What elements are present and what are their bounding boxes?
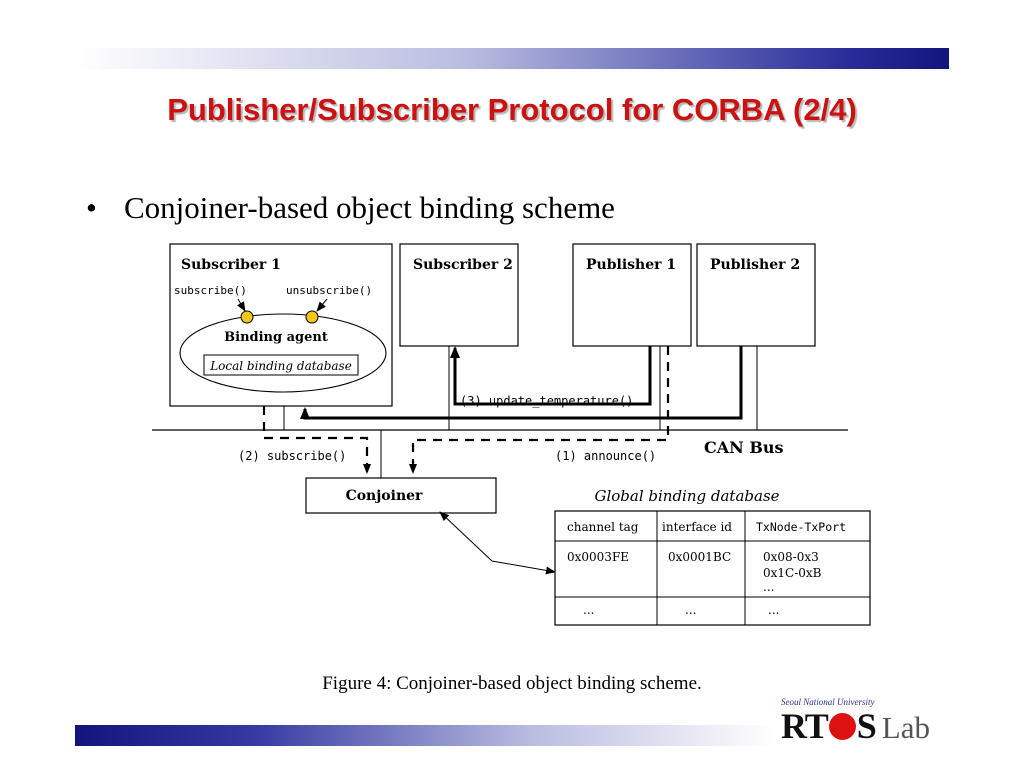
- update-path-publisher1-to-subscriber2: [450, 346, 652, 406]
- table-cell-port-2: 0x1C-0xB: [763, 566, 822, 580]
- table-cell-channel-tag: 0x0003FE: [567, 550, 629, 564]
- global-db-table: [554, 510, 871, 626]
- table-cell-port-3: ...: [763, 580, 774, 594]
- table-cell-ellipsis-2: ...: [685, 603, 696, 617]
- local-binding-db-box: [203, 354, 359, 376]
- figure-caption: Figure 4: Conjoiner-based object binding…: [322, 673, 702, 694]
- publisher1-box: [572, 243, 692, 347]
- update-path-publisher2-to-subscriber1: [300, 346, 743, 420]
- publisher2-box: [696, 243, 816, 347]
- subscribe-method-label: subscribe(): [174, 284, 247, 297]
- local-binding-db-label: Local binding database: [209, 359, 352, 373]
- logo-lab-text: Lab: [881, 710, 930, 745]
- logo-red-dot-icon: [828, 713, 856, 740]
- table-cell-ellipsis-3: ...: [768, 603, 779, 617]
- logo-university-text: Seoul National University: [781, 697, 875, 707]
- bullet-text: Conjoiner-based object binding scheme: [124, 190, 615, 225]
- publisher2-title: Publisher 2: [710, 257, 800, 273]
- bullet-icon: •: [86, 190, 97, 225]
- bullet-item: • Conjoiner-based object binding scheme: [86, 190, 615, 226]
- table-cell-ellipsis-1: ...: [583, 603, 594, 617]
- unsubscribe-port-icon: [305, 310, 319, 324]
- table-header-txnode-txport: TxNode-TxPort: [756, 520, 846, 534]
- subscriber2-title: Subscriber 2: [413, 257, 513, 273]
- unsubscribe-method-label: unsubscribe(): [286, 284, 372, 297]
- conjoiner-label: Conjoiner: [346, 488, 423, 504]
- can-bus-label: CAN Bus: [704, 438, 784, 457]
- conjoiner-box: [305, 477, 497, 514]
- announce-message-label: (1) announce(): [555, 449, 656, 463]
- conjoiner-db-link: [439, 511, 493, 562]
- slide-title: Publisher/Subscriber Protocol for CORBA …: [167, 92, 857, 127]
- table-header-interface-id: interface id: [662, 520, 732, 534]
- subscriber1-title: Subscriber 1: [181, 257, 281, 273]
- table-cell-port-1: 0x08-0x3: [763, 550, 819, 564]
- subscribe-message-label: (2) subscribe(): [238, 449, 346, 463]
- binding-agent-label: Binding agent: [224, 330, 328, 345]
- table-cell-interface-id: 0x0001BC: [668, 550, 731, 564]
- footer-gradient-bar: [75, 725, 775, 746]
- publisher1-title: Publisher 1: [586, 257, 676, 273]
- update-temperature-label: (3) update_temperature(): [460, 394, 633, 408]
- logo-brand-right: S: [856, 706, 877, 746]
- unsubscribe-pointer: [316, 298, 328, 312]
- subscribe-dashed-path: [262, 406, 371, 474]
- header-gradient-bar: [75, 48, 949, 69]
- logo-brand-left: RT: [781, 706, 829, 746]
- conjoiner-db-link-to-table: [491, 560, 556, 575]
- subscribe-port-icon: [240, 310, 254, 324]
- subscribe-pointer: [237, 298, 246, 312]
- global-db-title: Global binding database: [594, 487, 779, 505]
- binding-agent-ellipse: [179, 313, 387, 393]
- table-header-channel-tag: channel tag: [567, 520, 639, 534]
